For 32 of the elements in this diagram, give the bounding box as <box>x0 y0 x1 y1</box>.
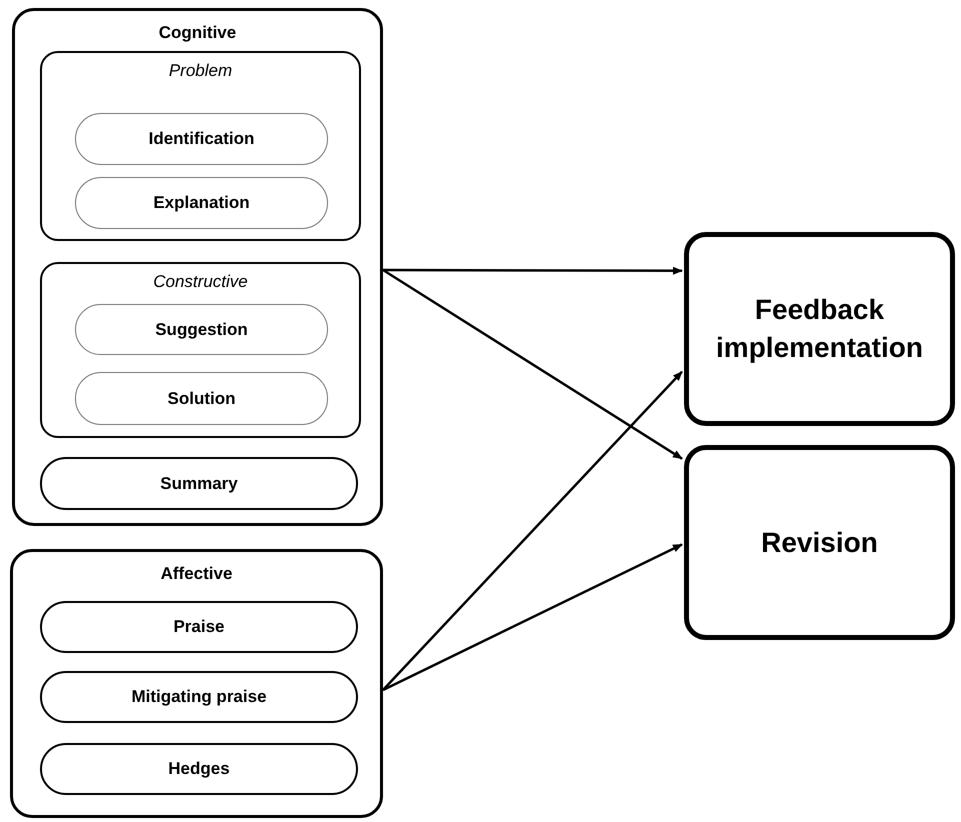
subcategory-box <box>40 51 361 241</box>
category-box <box>12 8 383 526</box>
feedback-type-pill <box>75 304 328 355</box>
feedback-type-pill <box>40 671 358 723</box>
type-label: Summary <box>160 474 238 494</box>
feedback-type-pill <box>75 177 328 229</box>
type-label: Praise <box>173 617 225 637</box>
arrow <box>383 266 683 275</box>
subcategory-box <box>40 262 361 438</box>
outcome-label: Feedback implementation <box>715 293 924 365</box>
feedback-type-pill <box>40 743 358 795</box>
type-label: Solution <box>168 388 236 408</box>
feedback-type-pill <box>40 457 358 510</box>
type-label: Suggestion <box>155 320 248 340</box>
arrow <box>382 370 683 691</box>
outcome-box <box>684 445 955 640</box>
type-label: Mitigating praise <box>131 687 267 707</box>
feedback-type-pill <box>75 113 328 165</box>
outcome-label: Revision <box>761 526 878 560</box>
group-heading: Cognitive <box>158 23 238 43</box>
type-label: Explanation <box>153 193 250 213</box>
group-heading: Problem <box>168 61 234 81</box>
type-label: Hedges <box>168 759 230 779</box>
category-box <box>10 549 383 818</box>
outcome-box <box>684 232 955 426</box>
arrow <box>382 543 683 692</box>
group-heading: Constructive <box>152 272 249 292</box>
feedback-type-pill <box>40 601 358 653</box>
group-heading: Affective <box>160 564 234 584</box>
type-label: Identification <box>148 129 254 149</box>
arrow <box>382 268 683 460</box>
feedback-type-pill <box>75 372 328 425</box>
